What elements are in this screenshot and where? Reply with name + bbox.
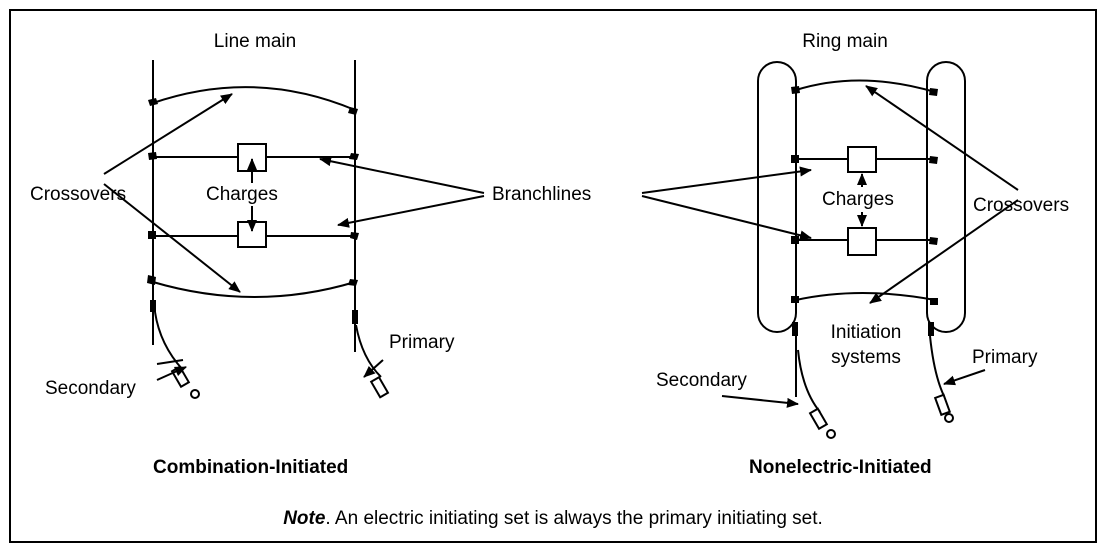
charges-label-right: Charges — [822, 189, 894, 210]
crossover-top-right — [795, 79, 936, 93]
initiation-label-line2: systems — [831, 347, 901, 368]
arrow-secondary-right — [721, 395, 799, 408]
branchlines-callout: Branchlines — [319, 156, 812, 241]
primary-label-right: Primary — [972, 347, 1038, 368]
secondary-lead-right — [797, 349, 821, 413]
arrow-crossover-top-left — [103, 93, 233, 175]
arrow-branchline-left-upper — [319, 156, 485, 194]
arrow-branchline-left-lower — [337, 195, 485, 228]
primary-lead-right — [929, 335, 945, 397]
line-main-diagram: Line main — [30, 31, 455, 478]
secondary-label-left: Secondary — [45, 378, 136, 399]
connection-knots-left — [147, 98, 359, 324]
crossovers-label-left: Crossovers — [30, 184, 126, 205]
arrow-secondary-left — [156, 366, 187, 381]
primary-label-left: Primary — [389, 332, 455, 353]
secondary-label-right: Secondary — [656, 370, 747, 391]
arrow-branchline-right-lower — [641, 195, 812, 241]
arrow-primary-right — [943, 369, 986, 386]
initiation-label-line1: Initiation — [831, 322, 902, 343]
crossovers-label-right: Crossovers — [973, 195, 1069, 216]
arrow-crossover-bottom-left — [103, 183, 241, 293]
charges-label-left: Charges — [206, 184, 278, 205]
nonelectric-initiated-title: Nonelectric-Initiated — [749, 457, 932, 478]
secondary-detonator-ring-right — [826, 429, 836, 439]
note-text: Note. An electric initiating set is alwa… — [283, 508, 823, 529]
secondary-detonator-ring-left — [190, 389, 200, 399]
crossover-bottom — [152, 281, 356, 298]
charge-lower-right — [847, 227, 877, 256]
ring-main-diagram: Ring main — [656, 31, 1069, 478]
connection-knots-right — [791, 86, 938, 336]
crossover-bottom-right — [795, 292, 936, 301]
primary-detonator-right — [933, 393, 952, 417]
line-main-label: Line main — [214, 31, 296, 52]
branchlines-label: Branchlines — [492, 184, 591, 205]
ring-main-label: Ring main — [802, 31, 888, 52]
arrow-primary-left — [363, 359, 384, 378]
combination-initiated-title: Combination-Initiated — [153, 457, 348, 478]
arrow-crossover-top-right — [865, 85, 1019, 191]
ring-main-left-loop — [757, 61, 797, 333]
crossover-top — [152, 86, 356, 111]
primary-detonator-ring-right — [944, 413, 954, 423]
note-body: . An electric initiating set is always t… — [325, 508, 822, 529]
primary-lead-left — [355, 324, 382, 378]
charge-upper-right — [847, 146, 877, 173]
secondary-detonator-right — [808, 407, 829, 431]
primary-detonator-left — [369, 375, 390, 399]
figure-frame — [9, 9, 1097, 543]
arrow-secondary-left-stub — [156, 359, 184, 365]
note-prefix: Note — [283, 508, 326, 529]
arrow-crossover-bottom-right — [869, 199, 1019, 304]
ring-main-right-loop — [926, 61, 966, 333]
arrow-branchline-right-upper — [641, 166, 812, 194]
secondary-lead-left — [154, 311, 184, 371]
